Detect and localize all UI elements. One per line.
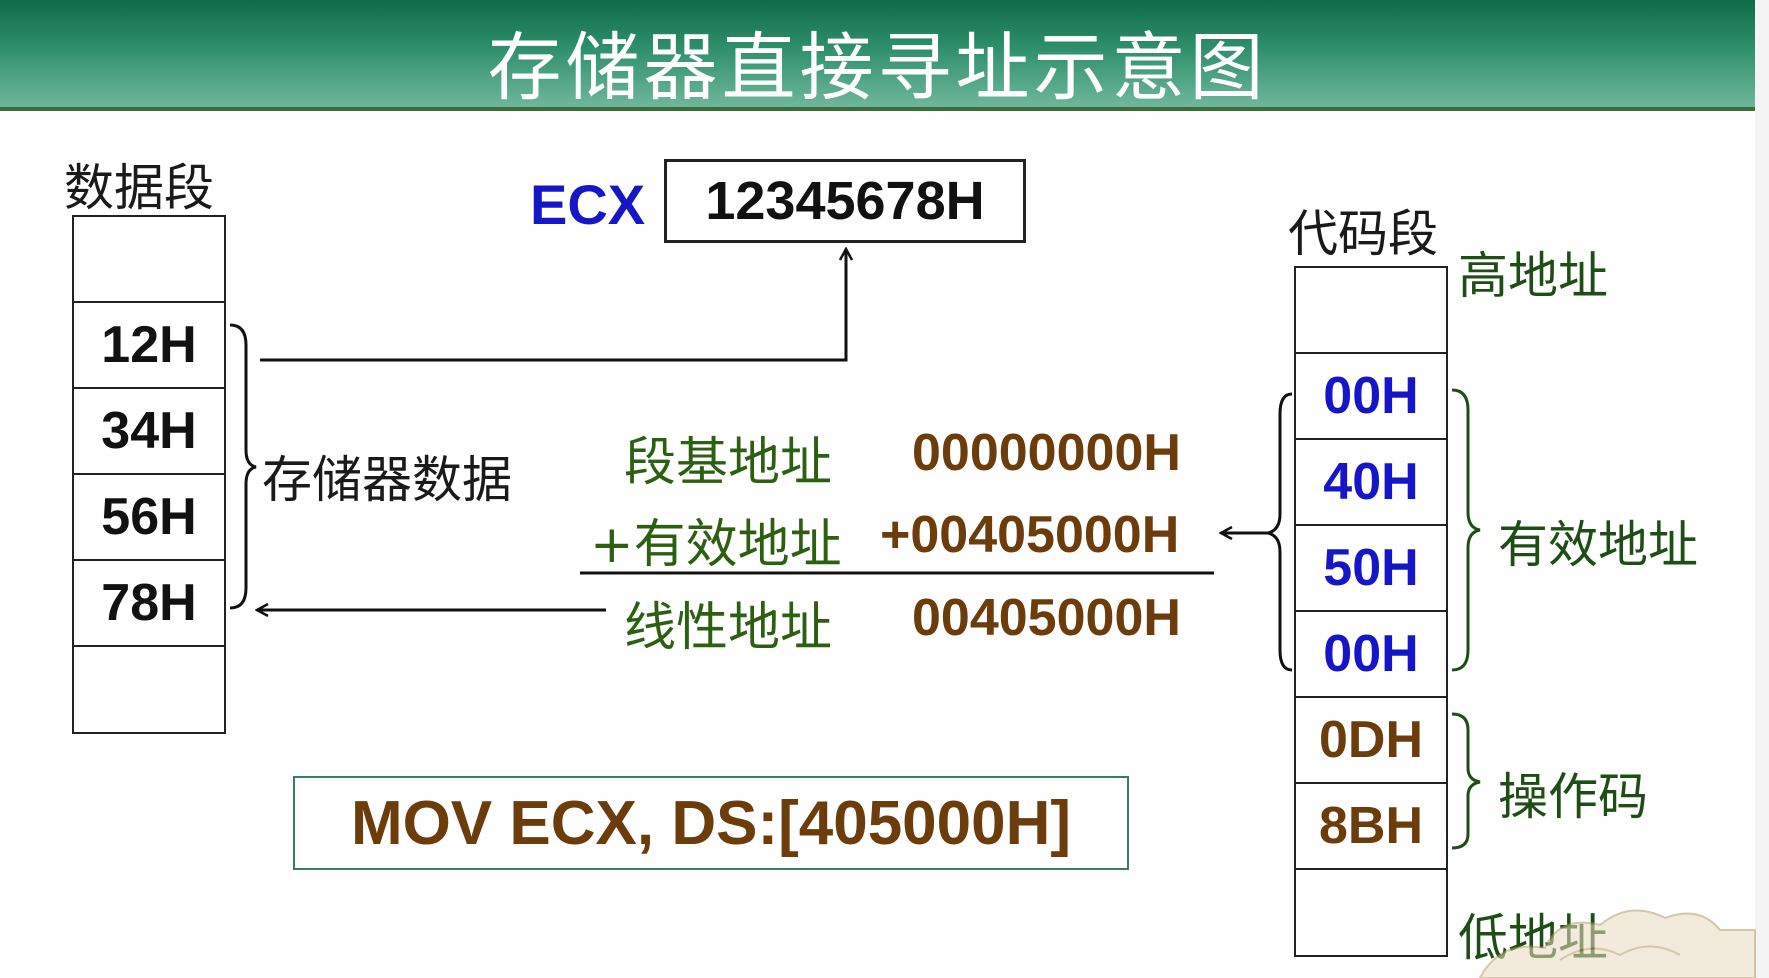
opcode-right-brace <box>1451 712 1481 850</box>
right-edge-strip <box>1755 0 1769 978</box>
ecx-register-value: 12345678H <box>664 159 1026 243</box>
memory-data-brace <box>229 323 257 610</box>
code-left-brace <box>1267 392 1293 672</box>
code-cell-4: 00H <box>1296 612 1446 698</box>
data-cell-0 <box>74 217 224 303</box>
data-segment-memory: 12H 34H 56H 78H <box>72 215 226 734</box>
high-address-label: 高地址 <box>1458 247 1608 305</box>
code-segment-memory: 00H 40H 50H 00H 0DH 8BH <box>1294 266 1448 957</box>
effective-address-value: +00405000H <box>880 506 1180 564</box>
linear-address-label: 线性地址 <box>624 598 833 658</box>
linear-address-value: 00405000H <box>912 589 1181 647</box>
memory-data-label: 存储器数据 <box>262 451 512 509</box>
opcode-label: 操作码 <box>1498 768 1648 826</box>
data-cell-1: 12H <box>74 303 224 389</box>
code-cell-6: 8BH <box>1296 784 1446 870</box>
effective-address-label: +有效地址 <box>590 515 842 575</box>
code-cell-5: 0DH <box>1296 698 1446 784</box>
segment-base-value: 00000000H <box>912 424 1181 482</box>
ea-bytes-label: 有效地址 <box>1498 516 1698 574</box>
data-cell-2: 34H <box>74 389 224 475</box>
title-bar: 存储器直接寻址示意图 <box>0 0 1755 111</box>
data-cell-3: 56H <box>74 475 224 561</box>
cloud-decoration <box>1478 909 1756 978</box>
ecx-register-label: ECX <box>530 173 646 236</box>
code-segment-label: 代码段 <box>1288 205 1438 263</box>
segment-base-label: 段基地址 <box>624 433 833 493</box>
code-cell-1: 00H <box>1296 354 1446 440</box>
data-cell-4: 78H <box>74 561 224 647</box>
code-cell-3: 50H <box>1296 526 1446 612</box>
code-cell-0 <box>1296 268 1446 354</box>
data-segment-label: 数据段 <box>64 159 214 217</box>
code-cell-2: 40H <box>1296 440 1446 526</box>
data-to-ecx-arrow <box>260 250 846 362</box>
page-title: 存储器直接寻址示意图 <box>487 25 1268 111</box>
instruction-box: MOV ECX, DS:[405000H] <box>293 776 1129 870</box>
ea-right-brace <box>1451 388 1481 672</box>
